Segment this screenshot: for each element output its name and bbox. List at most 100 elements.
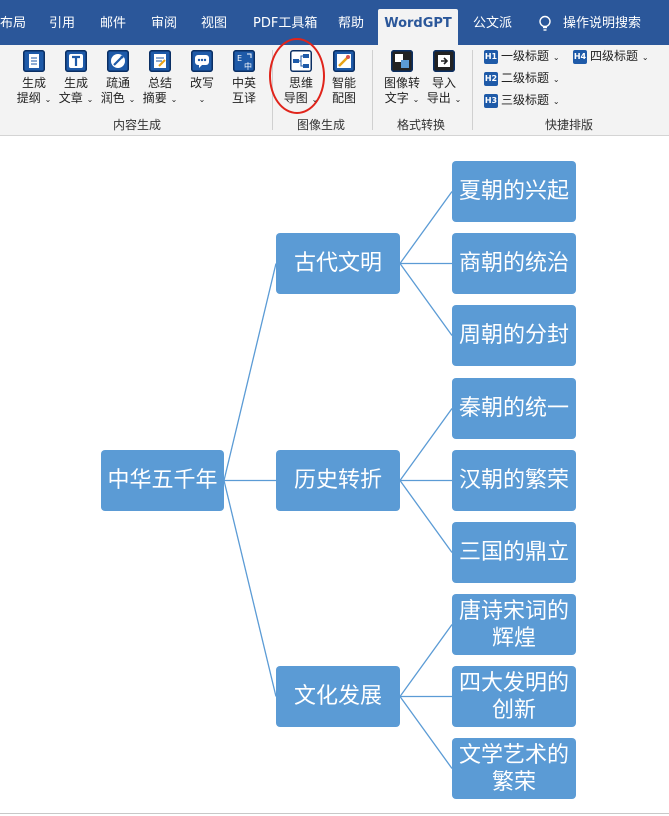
chevron-down-icon: ⌄ (86, 95, 94, 104)
polish-button[interactable]: 疏通润色 ⌄ (98, 50, 138, 107)
connector-line (399, 480, 453, 553)
tab-mailings[interactable]: 邮件 (100, 16, 127, 31)
mindmap-leaf-node[interactable]: 夏朝的兴起 (452, 161, 576, 222)
heading2-icon: H2 (484, 71, 498, 86)
button-label-line2: 互译 (231, 91, 256, 105)
heading-label: 四级标题 (590, 49, 639, 63)
mindmap-leaf-node[interactable]: 周朝的分封 (452, 305, 576, 366)
button-label-line2: 文章 (58, 91, 83, 105)
mindmap-root-node[interactable]: 中华五千年 (101, 450, 224, 511)
group-label-content: 内容生成 (113, 118, 162, 132)
heading4-icon: H4 (573, 49, 587, 64)
group-label-image: 图像生成 (297, 118, 346, 132)
connector-line (399, 696, 453, 769)
button-label-line1: 生成 (63, 76, 88, 90)
chevron-down-icon: ⌄ (128, 95, 136, 104)
tab-view[interactable]: 视图 (201, 16, 228, 31)
connector-line (223, 263, 277, 481)
mindmap-branch-node[interactable]: 古代文明 (276, 233, 400, 294)
summary-button[interactable]: 总结摘要 ⌄ (140, 50, 180, 107)
button-label-line1: 图像转 (383, 76, 420, 90)
polish-icon (107, 50, 129, 72)
connector-line (399, 263, 453, 336)
mindmap-leaf-node[interactable]: 商朝的统治 (452, 233, 576, 294)
chevron-down-icon: ⌄ (454, 95, 462, 104)
smart-image-button[interactable]: 智能配图 (324, 50, 364, 106)
tab-references[interactable]: 引用 (49, 16, 76, 31)
button-label-line1: 生成 (21, 76, 46, 90)
heading-label: 一级标题 (501, 49, 550, 63)
lightbulb-icon (539, 15, 551, 31)
outline-icon (23, 50, 45, 72)
connector-line (399, 408, 453, 481)
svg-text:E: E (237, 54, 242, 63)
heading1-icon: H1 (484, 49, 498, 64)
ribbon-tab-bar: 布局 引用 邮件 审阅 视图 PDF工具箱 帮助 WordGPT 公文派 操作说… (0, 0, 669, 45)
heading3-icon: H3 (484, 93, 498, 108)
mindmap-leaf-node[interactable]: 文学艺术的繁荣 (452, 738, 576, 799)
image-to-text-button[interactable]: 图像转文字 ⌄ (382, 50, 422, 107)
button-label-line2: 文字 (384, 91, 409, 105)
heading-label: 二级标题 (501, 71, 550, 85)
mindmap-connectors (223, 191, 453, 769)
connector-line (223, 480, 277, 697)
image-to-text-icon (391, 50, 413, 72)
chevron-down-icon: ⌄ (412, 95, 420, 104)
chevron-down-icon: ⌄ (552, 97, 560, 106)
generate-article-button[interactable]: 生成文章 ⌄ (56, 50, 96, 107)
button-label-line2: 摘要 (142, 91, 167, 105)
group-divider (472, 50, 473, 130)
group-label-layout: 快捷排版 (545, 118, 594, 132)
button-label-line2: 导出 (426, 91, 451, 105)
group-divider (372, 50, 373, 130)
page-bottom-border (0, 813, 669, 814)
chevron-down-icon: ⌄ (198, 95, 206, 104)
chevron-down-icon: ⌄ (552, 75, 560, 84)
mindmap-leaf-node[interactable]: 三国的鼎立 (452, 522, 576, 583)
mindmap-leaf-node[interactable]: 唐诗宋词的辉煌 (452, 594, 576, 655)
chevron-down-icon: ⌄ (44, 95, 52, 104)
button-label-line2: 提纲 (16, 91, 41, 105)
button-label-line2: 润色 (100, 91, 125, 105)
mindmap-leaf-node[interactable]: 汉朝的繁荣 (452, 450, 576, 511)
mindmap-branch-node[interactable]: 文化发展 (276, 666, 400, 727)
smart-image-icon (333, 50, 355, 72)
button-label-line1: 智能 (331, 76, 356, 90)
tab-pdf-toolbox[interactable]: PDF工具箱 (253, 16, 318, 31)
button-label-line2: 配图 (331, 91, 356, 105)
tab-wordgpt[interactable]: WordGPT (378, 9, 458, 45)
chevron-down-icon: ⌄ (552, 53, 560, 62)
group-label-format: 格式转换 (397, 118, 446, 132)
tell-me-search[interactable]: 操作说明搜索 (563, 16, 642, 31)
rewrite-button[interactable]: 改写 ⌄ (182, 50, 222, 107)
summary-icon (149, 50, 171, 72)
tab-review[interactable]: 审阅 (151, 16, 178, 31)
rewrite-icon (191, 50, 213, 72)
chevron-down-icon: ⌄ (641, 53, 649, 62)
article-icon (65, 50, 87, 72)
tab-help[interactable]: 帮助 (338, 16, 365, 31)
tab-layout[interactable]: 布局 (0, 16, 27, 31)
generate-outline-button[interactable]: 生成提纲 ⌄ (14, 50, 54, 107)
heading-label: 三级标题 (501, 93, 550, 107)
mindmap-leaf-node[interactable]: 秦朝的统一 (452, 378, 576, 439)
import-export-icon (433, 50, 455, 72)
import-export-button[interactable]: 导入导出 ⌄ (424, 50, 464, 107)
mindmap-leaf-node[interactable]: 四大发明的创新 (452, 666, 576, 727)
button-label-line1: 疏通 (105, 76, 130, 90)
button-label-line1: 中英 (231, 76, 256, 90)
chevron-down-icon: ⌄ (170, 95, 178, 104)
button-label-line1: 总结 (147, 76, 172, 90)
connector-line (399, 624, 453, 697)
tab-gongwenpai[interactable]: 公文派 (473, 16, 513, 31)
button-label-line1: 改写 (189, 76, 214, 90)
document-canvas: 中华五千年 古代文明 历史转折 文化发展 夏朝的兴起 商朝的统治 周朝的分封 秦… (0, 136, 669, 816)
mindmap-branch-node[interactable]: 历史转折 (276, 450, 400, 511)
